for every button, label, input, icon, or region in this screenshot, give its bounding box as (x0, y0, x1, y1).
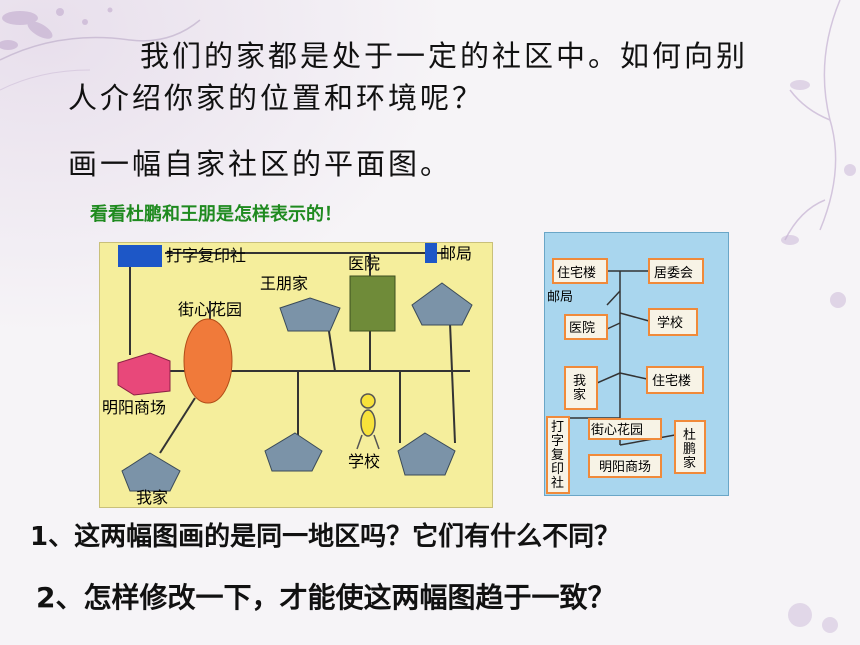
print-shop-label-right: 打字复印社 (551, 420, 564, 491)
hospital-box (564, 314, 608, 340)
instruction-line: 画一幅自家社区的平面图。 (68, 147, 453, 181)
garden-box (588, 418, 662, 440)
residential-2-box (646, 366, 704, 394)
wang-home-label: 王朋家 (260, 274, 308, 293)
mall-label-right: 明阳商场 (599, 460, 651, 475)
wang-peng-map: 打字复印社 邮局 医院 王朋家 街心花园 明阳商场 我家 (99, 242, 493, 508)
du-home-box (674, 420, 706, 474)
residential-1-box (552, 258, 608, 284)
school-label: 学校 (348, 452, 380, 471)
question-1: 1、这两幅图画的是同一地区吗？它们有什么不同？ (30, 522, 621, 552)
house-bottom-center-icon (264, 432, 323, 472)
floral-decoration-bottom (788, 603, 838, 633)
hospital-label: 医院 (348, 254, 380, 273)
committee-label: 居委会 (654, 266, 693, 281)
post-office-label-right: 邮局 (547, 290, 573, 305)
garden-label: 街心花园 (178, 300, 242, 319)
school-box (648, 308, 698, 336)
committee-box (648, 258, 704, 284)
residential-1-label: 住宅楼 (557, 266, 596, 281)
house-bottom-right-icon (397, 432, 456, 476)
mall-box (588, 454, 662, 478)
my-home-label-right: 我家 (573, 374, 586, 403)
mall-block (117, 352, 171, 396)
du-peng-map-drawing: 住宅楼 居委会 邮局 医院 学校 住宅楼 街心花园 明阳商场 我家 杜鹏家 打字… (546, 258, 706, 494)
intro-line-1: 我们的家都是处于一定的社区中。如何向别 (140, 39, 749, 73)
hospital-label-right: 医院 (569, 321, 595, 336)
hospital-block (349, 275, 396, 332)
garden-label-right: 街心花园 (591, 422, 643, 438)
garden-shape (183, 318, 233, 404)
du-peng-map: 住宅楼 居委会 邮局 医院 学校 住宅楼 街心花园 明阳商场 我家 杜鹏家 打字… (544, 232, 729, 496)
my-home-label: 我家 (136, 488, 168, 507)
question-2: 2、怎样修改一下，才能使这两幅图趋于一致？ (36, 581, 616, 614)
my-home-house-icon (121, 452, 181, 492)
post-office-block (425, 243, 437, 263)
intro-line-2: 人介绍你家的位置和环境呢？ (68, 81, 485, 115)
wang-home-house-icon (279, 297, 341, 332)
mall-label: 明阳商场 (102, 398, 166, 417)
school-person-icon (356, 393, 380, 450)
wang-peng-map-drawing: 打字复印社 邮局 医院 王朋家 街心花园 明阳商场 我家 (102, 243, 473, 507)
print-shop-block (118, 245, 162, 267)
house-top-right-icon (411, 282, 473, 326)
residential-2-label: 住宅楼 (652, 374, 691, 389)
print-shop-label: 打字复印社 (166, 246, 246, 265)
school-label-right: 学校 (657, 315, 683, 331)
hint-text: 看看杜鹏和王朋是怎样表示的！ (90, 204, 342, 225)
du-home-label: 杜鹏家 (683, 428, 696, 471)
print-shop-box (546, 416, 570, 494)
my-home-box (564, 366, 598, 410)
post-office-label: 邮局 (440, 244, 472, 263)
